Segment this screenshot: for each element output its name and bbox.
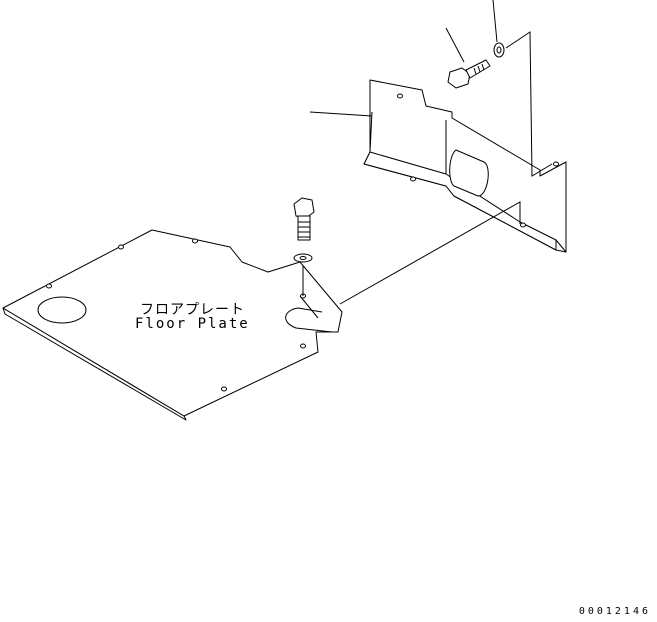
upper-assembly-line xyxy=(505,31,553,177)
floor-plate xyxy=(2,229,343,421)
upper-bolt-head xyxy=(447,67,471,89)
lower-bolt-shank xyxy=(297,215,311,241)
upper-washer-inner xyxy=(496,46,502,54)
floor-plate-hole xyxy=(300,343,306,349)
drawing-number: 00012146 xyxy=(578,606,651,617)
floor-plate-fold-line xyxy=(299,295,319,319)
upper-washer-leader-line xyxy=(492,0,498,43)
floor-plate-label-en: Floor Plate xyxy=(135,316,250,332)
lower-bolt-head xyxy=(293,197,315,219)
bracket-hole xyxy=(410,176,416,182)
bracket-corner-line xyxy=(555,239,567,253)
upper-bolt xyxy=(447,59,491,89)
upper-bolt-leader-line xyxy=(445,27,465,63)
floor-plate-hole xyxy=(46,283,52,289)
floor-plate-large-hole xyxy=(37,296,87,324)
floor-plate-label-jp: フロアプレート xyxy=(140,302,245,318)
lower-washer xyxy=(293,253,313,263)
lower-bolt xyxy=(293,197,315,241)
floor-plate-hole xyxy=(221,386,227,392)
upper-bolt-thread xyxy=(473,63,485,75)
bracket-slot xyxy=(449,149,489,197)
bracket-bolt-hole xyxy=(553,161,559,167)
bracket-leader-line xyxy=(309,111,373,117)
floor-plate-hole xyxy=(118,244,124,250)
bracket-flange xyxy=(363,151,557,251)
lower-washer-inner xyxy=(299,256,307,260)
lower-bolt-thread xyxy=(298,221,310,238)
floor-plate-surface xyxy=(2,229,343,417)
leader-lines xyxy=(302,0,553,305)
upper-washer xyxy=(493,42,505,58)
floor-plate-hole xyxy=(192,238,198,244)
bracket xyxy=(363,79,567,253)
bracket-fold-line xyxy=(369,111,447,174)
bracket-hole xyxy=(397,93,403,99)
floor-plate-slot xyxy=(285,307,333,333)
upper-bolt-shank xyxy=(465,59,491,79)
bracket-hole xyxy=(520,222,526,228)
plate-bracket-assembly-line xyxy=(339,201,521,305)
